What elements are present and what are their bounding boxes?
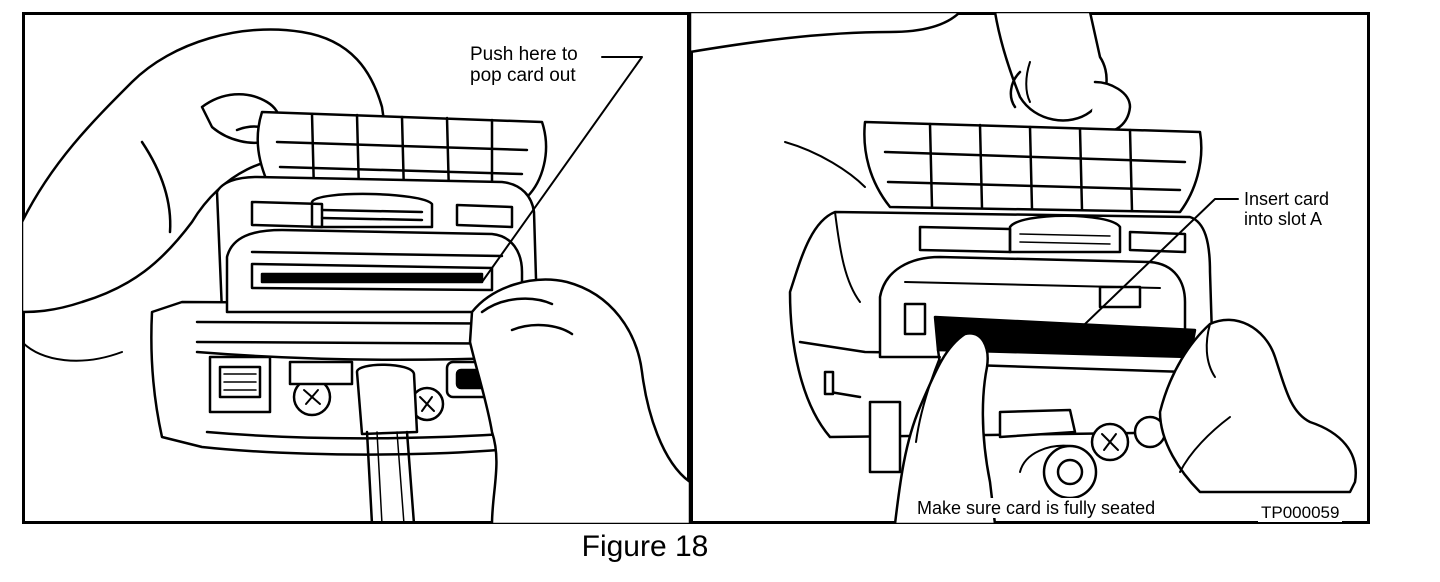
card-slot-area <box>225 228 524 314</box>
left-callout-label: Push here to pop card out <box>470 44 578 87</box>
left-callout-line-2: pop card out <box>470 65 576 87</box>
right-callout-leader <box>1084 198 1239 325</box>
left-hand-bottom <box>893 332 997 524</box>
right-flip-cover <box>863 120 1203 214</box>
figure-caption-wrap: Figure 18 <box>0 530 1440 564</box>
left-panel-illustration <box>22 28 690 524</box>
figure-caption: Figure 18 <box>581 530 709 563</box>
seating-note: Make sure card is fully seated <box>913 498 1160 519</box>
right-panel-illustration <box>690 12 1358 524</box>
right-callout-line-2: into slot A <box>1244 209 1323 230</box>
right-hand-bottom <box>1158 318 1358 494</box>
reference-code: TP000059 <box>1258 503 1343 523</box>
left-callout-leader <box>481 56 643 283</box>
cable <box>355 363 419 524</box>
left-callout-line-1: Push here to <box>470 44 578 65</box>
right-callout-label: Insert card into slot A <box>1244 189 1329 229</box>
right-connectors <box>868 400 1167 500</box>
right-panel-hand-top <box>690 12 962 54</box>
right-hand-push <box>468 278 690 524</box>
thumb-top <box>993 12 1108 122</box>
right-callout-line-1: Insert card <box>1244 189 1330 209</box>
